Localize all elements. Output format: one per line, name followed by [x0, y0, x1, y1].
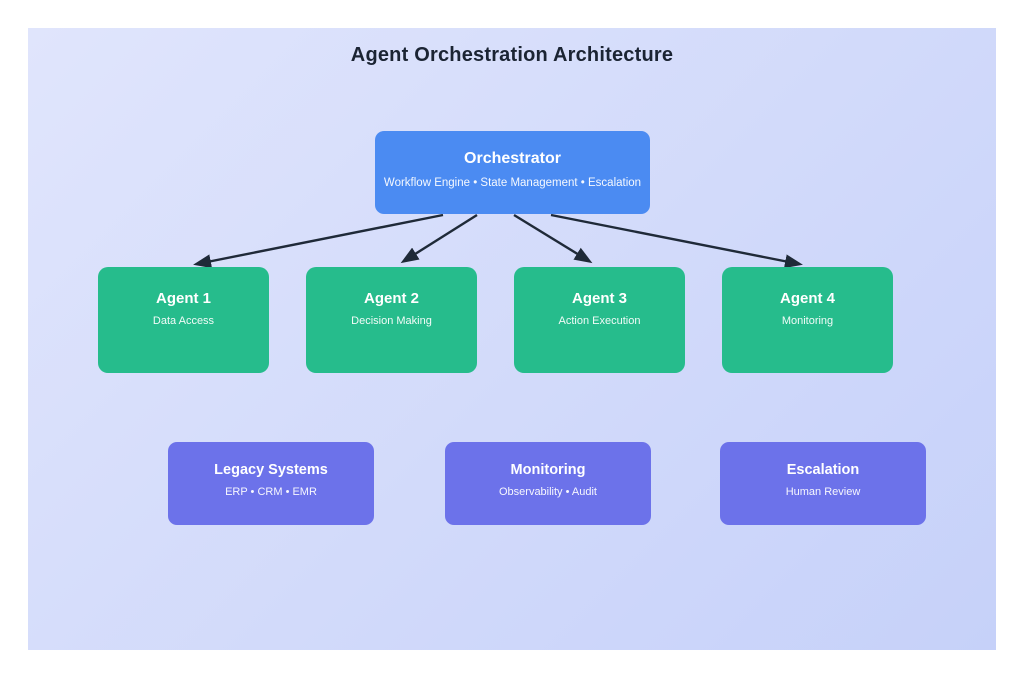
monitoring-title: Monitoring [510, 462, 586, 478]
orchestrator-title: Orchestrator [464, 150, 561, 167]
escalation-title: Escalation [786, 462, 860, 478]
orchestrator-node: Orchestrator Workflow Engine • State Man… [375, 131, 650, 214]
orchestrator-subtitle: Workflow Engine • State Management • Esc… [383, 177, 642, 189]
agent-3-subtitle: Action Execution [558, 315, 641, 327]
agent-1-subtitle: Data Access [152, 315, 215, 327]
agent-1-title: Agent 1 [155, 290, 211, 307]
diagram-title: Agent Orchestration Architecture [350, 44, 674, 66]
legacy-systems-title: Legacy Systems [214, 462, 328, 478]
agent-3-node: Agent 3 Action Execution [514, 267, 685, 373]
agent-2-node: Agent 2 Decision Making [306, 267, 477, 373]
legacy-systems-subtitle: ERP • CRM • EMR [225, 486, 317, 498]
agent-2-subtitle: Decision Making [351, 315, 432, 327]
agent-2-title: Agent 2 [363, 290, 419, 307]
escalation-subtitle: Human Review [785, 486, 861, 498]
monitoring-node: Monitoring Observability • Audit [445, 442, 651, 525]
escalation-node: Escalation Human Review [720, 442, 926, 525]
agent-4-subtitle: Monitoring [781, 315, 834, 327]
agent-1-node: Agent 1 Data Access [98, 267, 269, 373]
agent-4-title: Agent 4 [779, 290, 835, 307]
agent-3-title: Agent 3 [571, 290, 627, 307]
monitoring-subtitle: Observability • Audit [498, 486, 597, 498]
agent-4-node: Agent 4 Monitoring [722, 267, 893, 373]
legacy-systems-node: Legacy Systems ERP • CRM • EMR [168, 442, 374, 525]
